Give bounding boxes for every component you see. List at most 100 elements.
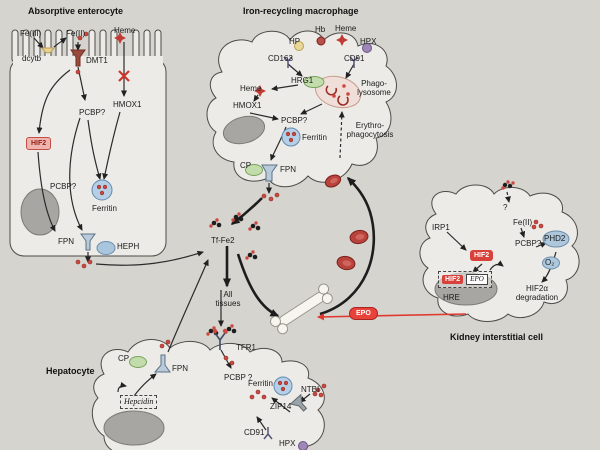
hepatocyte-title: Hepatocyte bbox=[46, 366, 95, 376]
iron-dots-enterocyte bbox=[75, 31, 108, 269]
label-zip14: ZIP14 bbox=[270, 402, 292, 411]
label-tf-fe2: Tf-Fe2 bbox=[211, 236, 235, 245]
blocked-x-icon bbox=[118, 70, 130, 82]
label-hb: Hb bbox=[315, 25, 326, 34]
label-fe2: Fe(II) bbox=[66, 29, 86, 38]
hepatocyte-cell bbox=[91, 259, 327, 450]
cd91-receptor bbox=[349, 56, 359, 68]
heme-icon bbox=[114, 32, 126, 44]
label-tfr1: TFR1 bbox=[236, 343, 256, 352]
iron-dots-kidney bbox=[531, 219, 544, 230]
ferritin-hepatocyte bbox=[273, 376, 293, 396]
label-hmox1-enterocyte: HMOX1 bbox=[113, 100, 142, 109]
macrophage-arrows bbox=[249, 63, 355, 194]
heme-icon bbox=[254, 85, 266, 97]
phagolysosome-contents bbox=[325, 84, 350, 106]
dcytb-enzyme bbox=[41, 47, 55, 54]
label-cd91-macrophage: CD91 bbox=[344, 54, 365, 63]
hepcidin-gene-box: Hepcidin bbox=[120, 395, 158, 409]
macrophage-cell bbox=[206, 30, 397, 202]
label-heme-int: Heme bbox=[240, 84, 262, 93]
epo-hormone-badge: EPO bbox=[349, 307, 378, 320]
phd2-enzyme bbox=[542, 230, 570, 248]
label-ntbi: NTBI bbox=[301, 385, 320, 394]
label-heme-ext: Heme bbox=[335, 24, 357, 33]
label-erythrophagocytosis: Erythro-phagocytosis bbox=[346, 121, 394, 140]
hemopexin-icon bbox=[362, 43, 372, 53]
hemopexin-icon-hepatocyte bbox=[298, 441, 308, 450]
hepatocyte-nucleus bbox=[103, 410, 165, 446]
hif2-badge-hre: HIF2 bbox=[442, 275, 464, 284]
label-question: ? bbox=[503, 203, 508, 212]
label-fpn-enterocyte: FPN bbox=[58, 237, 74, 246]
label-heme-enterocyte: Heme bbox=[114, 26, 136, 35]
hre-promoter-box: HIF2 EPO bbox=[438, 271, 492, 288]
label-cp-macrophage: CP bbox=[240, 161, 252, 170]
transferrin-iron-clusters bbox=[206, 212, 261, 336]
macrophage-nucleus bbox=[222, 115, 266, 145]
label-pcbp-basal: PCBP? bbox=[50, 182, 77, 191]
label-phd2: PHD2 bbox=[544, 234, 566, 243]
label-cp-hepatocyte: CP bbox=[118, 354, 130, 363]
fpn-hepatocyte bbox=[153, 354, 171, 373]
kidney-arrows bbox=[446, 191, 557, 283]
label-ferritin-enterocyte: Ferritin bbox=[92, 204, 117, 213]
label-ferritin-macrophage: Ferritin bbox=[302, 133, 327, 142]
label-fe2-kidney: Fe(II) bbox=[513, 218, 533, 227]
haptoglobin-icon bbox=[294, 41, 304, 51]
label-phagolysosome: Phago-lysosome bbox=[357, 79, 391, 98]
label-fpn-macrophage: FPN bbox=[280, 165, 296, 174]
label-hrg1: HRG1 bbox=[291, 76, 314, 85]
enterocyte-arrows bbox=[33, 37, 204, 266]
iron-dots-hepatocyte bbox=[159, 339, 327, 400]
label-hepcidin: Hepcidin bbox=[124, 397, 154, 406]
hemoglobin-icon bbox=[316, 36, 326, 46]
enterocyte-nucleus bbox=[20, 188, 60, 236]
label-pcbp-kidney: PCBP? bbox=[515, 239, 542, 248]
label-o2: O₂ bbox=[545, 258, 555, 267]
label-cd91-hepatocyte: CD91 bbox=[244, 428, 265, 437]
label-heph: HEPH bbox=[117, 242, 140, 251]
hrg1-transporter bbox=[303, 76, 325, 88]
enterocyte-title: Absorptive enterocyte bbox=[28, 6, 124, 16]
macrophage-title: Iron-recycling macrophage bbox=[243, 6, 359, 16]
enterocyte-cell bbox=[9, 29, 204, 269]
microvilli bbox=[11, 29, 162, 63]
label-irp1: IRP1 bbox=[432, 223, 450, 232]
kidney-title: Kidney interstitial cell bbox=[450, 332, 544, 342]
ferritin-enterocyte bbox=[91, 179, 113, 201]
dmt1-transporter bbox=[70, 49, 86, 67]
oxygen-molecule bbox=[542, 256, 560, 270]
heme-icon bbox=[336, 34, 348, 46]
label-hif2a-degradation: HIF2α degradation bbox=[515, 284, 559, 303]
epo-signal-arrow bbox=[317, 313, 467, 321]
label-all-tissues: All tissues bbox=[215, 290, 241, 309]
circulation-cycle bbox=[206, 174, 376, 336]
label-pcbp-macrophage: PCBP? bbox=[281, 116, 308, 125]
zip14-transporter bbox=[289, 393, 308, 412]
red-blood-cells bbox=[324, 174, 369, 271]
label-cd163: CD163 bbox=[268, 54, 293, 63]
hif2-badge-enterocyte: HIF2 bbox=[26, 137, 52, 150]
ceruloplasmin-hepatocyte bbox=[129, 356, 147, 368]
bone-icon bbox=[269, 283, 333, 335]
cd91-receptor-hepatocyte bbox=[263, 427, 273, 440]
cd163-receptor bbox=[283, 56, 293, 68]
heph-enzyme bbox=[96, 241, 116, 255]
label-dmt1: DMT1 bbox=[86, 56, 108, 65]
fpn-macrophage bbox=[261, 164, 278, 182]
epo-gene-box: EPO bbox=[466, 274, 488, 285]
label-hpx-hepatocyte: HPX bbox=[279, 439, 296, 448]
ceruloplasmin-macrophage bbox=[245, 164, 263, 176]
iron-dots-macrophage bbox=[261, 131, 297, 202]
label-ferritin-hepatocyte: Ferritin bbox=[248, 379, 273, 388]
label-hmox1-macrophage: HMOX1 bbox=[233, 101, 262, 110]
label-hp: HP bbox=[289, 37, 301, 46]
label-hre: HRE bbox=[443, 293, 460, 302]
tfr1-receptor bbox=[212, 328, 228, 350]
label-hpx-macrophage: HPX bbox=[360, 37, 377, 46]
label-pcbp-apical: PCBP? bbox=[79, 108, 106, 117]
hif2-badge-kidney: HIF2 bbox=[470, 250, 494, 261]
